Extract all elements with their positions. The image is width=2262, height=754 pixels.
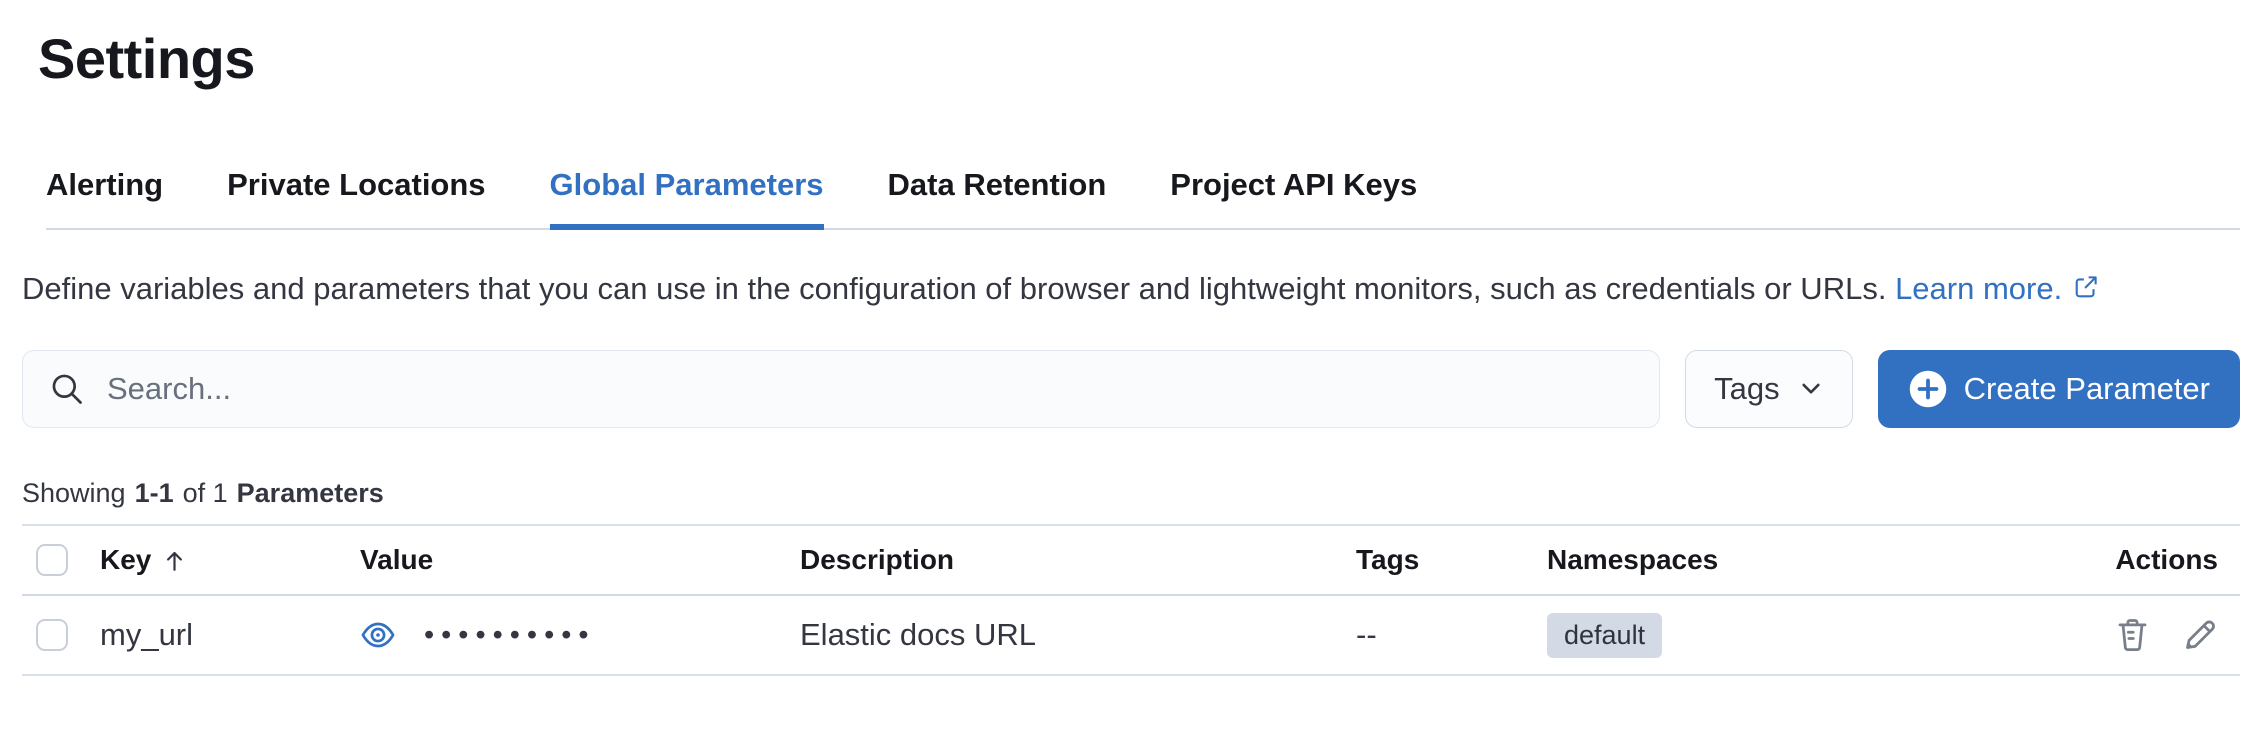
chevron-down-icon xyxy=(1801,383,1820,394)
column-header-key[interactable]: Key xyxy=(100,544,360,576)
row-namespaces-cell: default xyxy=(1547,612,1969,658)
tags-filter-button[interactable]: Tags xyxy=(1685,350,1853,428)
row-select-checkbox[interactable] xyxy=(36,619,68,651)
tab-data-retention[interactable]: Data Retention xyxy=(887,167,1107,202)
settings-page: Settings Alerting Private Locations Glob… xyxy=(0,26,2262,676)
summary-prefix: Showing xyxy=(22,478,126,508)
summary-range: 1-1 xyxy=(134,478,174,508)
summary-of: of 1 xyxy=(182,478,228,508)
page-description: Define variables and parameters that you… xyxy=(22,264,2212,314)
page-title: Settings xyxy=(38,27,255,90)
create-parameter-button[interactable]: Create Parameter xyxy=(1877,350,2240,428)
column-header-key-label: Key xyxy=(100,544,152,575)
table-top-divider xyxy=(22,524,2240,526)
eye-icon xyxy=(361,622,395,648)
create-parameter-label: Create Parameter xyxy=(1963,371,2210,406)
results-summary: Showing 1-1 of 1 Parameters xyxy=(22,478,384,508)
row-actions-cell xyxy=(1969,617,2240,654)
row-select-cell xyxy=(22,619,100,651)
external-link-icon xyxy=(2075,276,2097,298)
row-key-cell: my_url xyxy=(100,617,194,652)
tab-project-api-keys[interactable]: Project API Keys xyxy=(1170,167,1418,202)
learn-more-link[interactable]: Learn more. xyxy=(1895,271,2100,306)
tags-filter-label: Tags xyxy=(1714,371,1780,406)
column-header-tags: Tags xyxy=(1356,544,1420,575)
row-value-cell: •••••••••• xyxy=(360,617,800,653)
edit-parameter-button[interactable] xyxy=(2181,617,2218,654)
reveal-value-button[interactable] xyxy=(360,617,396,653)
masked-value: •••••••••• xyxy=(424,618,596,651)
column-header-actions: Actions xyxy=(2115,544,2218,575)
summary-entity: Parameters xyxy=(236,478,384,508)
tab-bar: Alerting Private Locations Global Parame… xyxy=(46,166,2240,230)
learn-more-label: Learn more. xyxy=(1895,271,2063,306)
description-text: Define variables and parameters that you… xyxy=(22,271,1887,306)
row-description-cell: Elastic docs URL xyxy=(800,617,1037,652)
sort-ascending-icon xyxy=(167,551,183,571)
select-all-checkbox[interactable] xyxy=(36,544,68,576)
tab-alerting[interactable]: Alerting xyxy=(46,167,164,202)
column-header-namespaces: Namespaces xyxy=(1547,544,1719,575)
plus-in-circle-icon xyxy=(1909,370,1946,408)
table-header-row: Key Value Description Tags Namespaces Ac… xyxy=(22,526,2240,596)
toolbar: Tags Create Parameter xyxy=(22,350,2240,428)
tab-global-parameters[interactable]: Global Parameters xyxy=(549,166,824,230)
tab-private-locations[interactable]: Private Locations xyxy=(227,167,486,202)
pencil-icon xyxy=(2186,620,2215,649)
search-input[interactable] xyxy=(107,371,1634,407)
select-all-cell xyxy=(22,544,100,576)
column-header-description: Description xyxy=(800,544,955,575)
table-row: my_url •••••••••• Elastic docs URL -- de… xyxy=(22,596,2240,676)
row-tags-cell: -- xyxy=(1356,617,1377,652)
parameters-table: Key Value Description Tags Namespaces Ac… xyxy=(22,526,2240,676)
search-icon xyxy=(52,374,82,404)
namespace-badge: default xyxy=(1547,612,1663,658)
column-header-value: Value xyxy=(360,544,434,575)
actions-group xyxy=(2114,617,2218,654)
delete-parameter-button[interactable] xyxy=(2114,617,2151,654)
trash-icon xyxy=(2118,618,2147,651)
search-box[interactable] xyxy=(22,350,1661,428)
